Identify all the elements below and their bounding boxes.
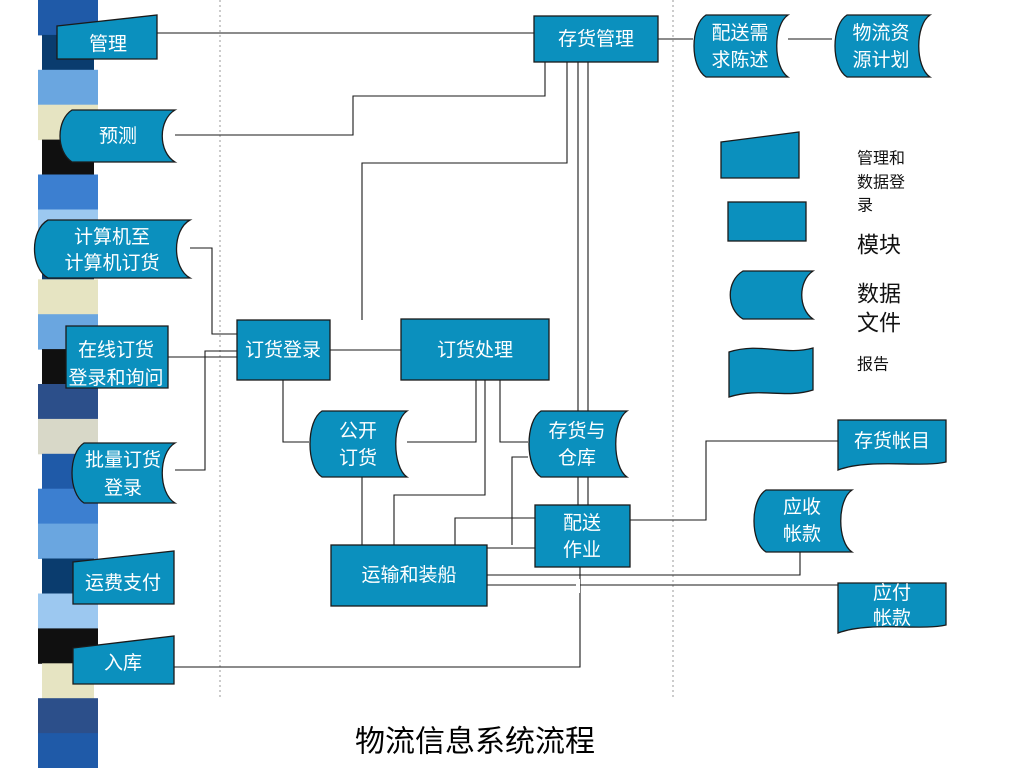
node-yingshou: 应收 帐款 (753, 489, 855, 553)
node-ruku: 入库 (72, 635, 175, 685)
node-zaixian-line2: 登录和询问 (68, 367, 163, 389)
node-peisong-xuqiu-line1: 配送需 (711, 22, 768, 44)
node-piliang-line1: 批量订货 (85, 449, 161, 471)
node-dinghuo-chuli: 订货处理 (400, 318, 550, 381)
node-cunhuo-zhangmu: 存货帐目 (837, 419, 947, 471)
node-yingfu: 应付 帐款 (837, 582, 947, 634)
node-yingshou-line2: 帐款 (783, 523, 821, 545)
node-yunfei-label: 运费支付 (85, 572, 161, 594)
node-cunhuo-cangku-line2: 仓库 (558, 447, 596, 469)
stripe-segment (38, 174, 98, 210)
legend-manual-input-line1: 管理和 (857, 149, 905, 168)
node-piliang-line2: 登录 (104, 477, 142, 499)
column-guides (219, 0, 674, 700)
node-cunhuo-cangku: 存货与 仓库 (528, 410, 630, 478)
legend-module-label: 模块 (857, 234, 901, 259)
legend-report-label: 报告 (857, 355, 889, 374)
legend-data-file-line2: 文件 (857, 312, 901, 337)
legend-manual-input-line2: 数据登 (857, 173, 905, 192)
node-guanli-label: 管理 (89, 33, 127, 55)
node-peisong-xuqiu: 配送需 求陈述 (693, 14, 791, 78)
node-cunhuo-zhangmu-label: 存货帐目 (854, 430, 930, 452)
node-cunhuo-guanli: 存货管理 (533, 15, 659, 63)
node-cunhuo-cangku-line1: 存货与 (548, 420, 605, 442)
node-yunshu-label: 运输和装船 (361, 564, 456, 586)
diagram-title: 物流信息系统流程 (355, 725, 595, 760)
legend-report: 报告 (728, 347, 889, 398)
node-piliang: 批量订货 登录 (71, 442, 178, 504)
node-yunfei: 运费支付 (72, 550, 175, 605)
node-yingfu-line1: 应付 (873, 582, 911, 604)
legend-manual-input-line3: 录 (857, 196, 873, 215)
node-yunshu: 运输和装船 (330, 544, 488, 607)
node-yingshou-line1: 应收 (783, 496, 821, 518)
node-gongkai-line2: 订货 (339, 447, 377, 469)
node-guanli: 管理 (56, 14, 158, 60)
legend-data-file: 数据 文件 (729, 270, 901, 337)
legend-manual-input: 管理和 数据登 录 (720, 131, 905, 215)
node-wuliu-ziyuan: 物流资 源计划 (834, 14, 933, 78)
node-yuce-label: 预测 (99, 125, 137, 147)
legend-data-file-line1: 数据 (857, 283, 901, 308)
node-yingfu-line2: 帐款 (873, 607, 911, 629)
node-dinghuo-denglu-label: 订货登录 (245, 339, 321, 361)
node-gongkai: 公开 订货 (309, 410, 410, 478)
legend-module: 模块 (727, 201, 901, 259)
stripe-segment (38, 698, 98, 734)
node-ruku-label: 入库 (104, 652, 142, 674)
node-peisong-line2: 作业 (563, 539, 601, 561)
node-peisong-line1: 配送 (563, 512, 601, 534)
node-peisong-xuqiu-line2: 求陈述 (711, 49, 768, 71)
node-jisuanji-line1: 计算机至 (74, 226, 150, 248)
node-zaixian: 在线订货 登录和询问 (65, 325, 169, 389)
node-zaixian-line1: 在线订货 (78, 339, 154, 361)
node-gongkai-line1: 公开 (339, 420, 377, 442)
stripe-segment (38, 384, 98, 420)
legend: 管理和 数据登 录 模块 数据 文件 报告 (720, 131, 905, 398)
node-yuce: 预测 (59, 109, 178, 163)
node-dinghuo-denglu: 订货登录 (236, 319, 331, 381)
node-peisong: 配送 作业 (534, 504, 631, 568)
node-wuliu-ziyuan-line2: 源计划 (852, 49, 909, 71)
node-cunhuo-guanli-label: 存货管理 (558, 28, 634, 50)
node-dinghuo-chuli-label: 订货处理 (437, 339, 513, 361)
stripe-segment (38, 733, 98, 768)
stripe-segment (38, 279, 98, 315)
node-jisuanji: 计算机至 计算机订货 (34, 219, 193, 279)
stripe-segment (38, 523, 98, 559)
node-jisuanji-line2: 计算机订货 (64, 252, 159, 274)
stripe-segment (38, 69, 98, 106)
node-wuliu-ziyuan-line1: 物流资 (852, 22, 909, 44)
